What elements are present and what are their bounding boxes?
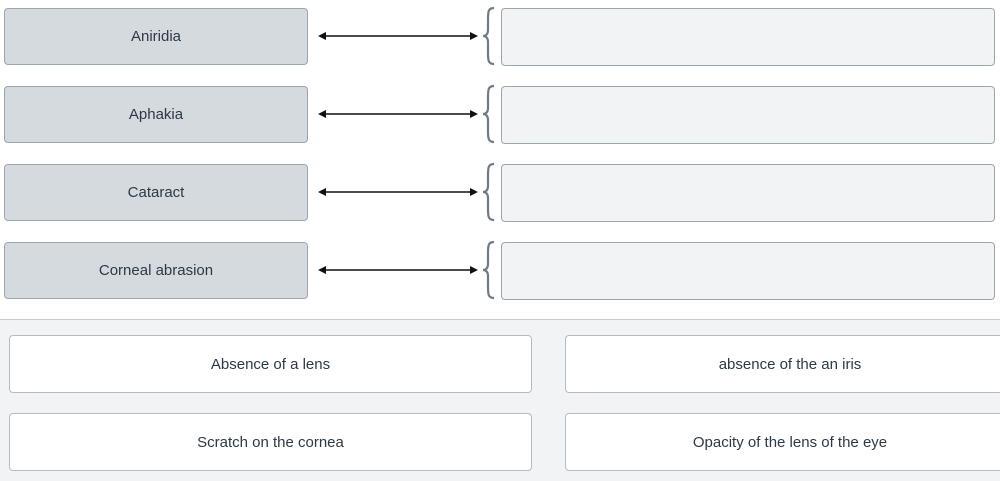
answer-bank: Absence of a lens absence of the an iris… xyxy=(0,319,1000,481)
drop-target-1[interactable] xyxy=(501,8,995,66)
prompt-aniridia: Aniridia xyxy=(4,8,308,65)
choice-opacity-of-lens[interactable]: Opacity of the lens of the eye xyxy=(565,413,1000,471)
prompt-label: Aniridia xyxy=(130,28,182,45)
choice-label: Opacity of the lens of the eye xyxy=(692,433,888,451)
choice-label: Scratch on the cornea xyxy=(197,433,344,451)
double-arrow-icon xyxy=(318,110,478,118)
drop-target-4[interactable] xyxy=(501,242,995,300)
choice-absence-of-iris[interactable]: absence of the an iris xyxy=(565,335,1000,393)
brace-icon xyxy=(482,84,495,144)
choice-label: absence of the an iris xyxy=(718,355,862,373)
brace-icon xyxy=(482,6,495,66)
prompt-cataract: Cataract xyxy=(4,164,308,221)
choice-absence-of-a-lens[interactable]: Absence of a lens xyxy=(9,335,532,393)
double-arrow-icon xyxy=(318,188,478,196)
brace-icon xyxy=(482,240,495,300)
choice-label: Absence of a lens xyxy=(210,355,331,373)
drop-target-3[interactable] xyxy=(501,164,995,222)
choice-scratch-on-cornea[interactable]: Scratch on the cornea xyxy=(9,413,532,471)
double-arrow-icon xyxy=(318,266,478,274)
prompt-label: Corneal abrasion xyxy=(98,262,214,279)
double-arrow-icon xyxy=(318,32,478,40)
prompt-label: Cataract xyxy=(127,184,185,201)
drop-target-2[interactable] xyxy=(501,86,995,144)
prompt-label: Aphakia xyxy=(128,106,184,123)
prompt-aphakia: Aphakia xyxy=(4,86,308,143)
brace-icon xyxy=(482,162,495,222)
prompt-corneal-abrasion: Corneal abrasion xyxy=(4,242,308,299)
